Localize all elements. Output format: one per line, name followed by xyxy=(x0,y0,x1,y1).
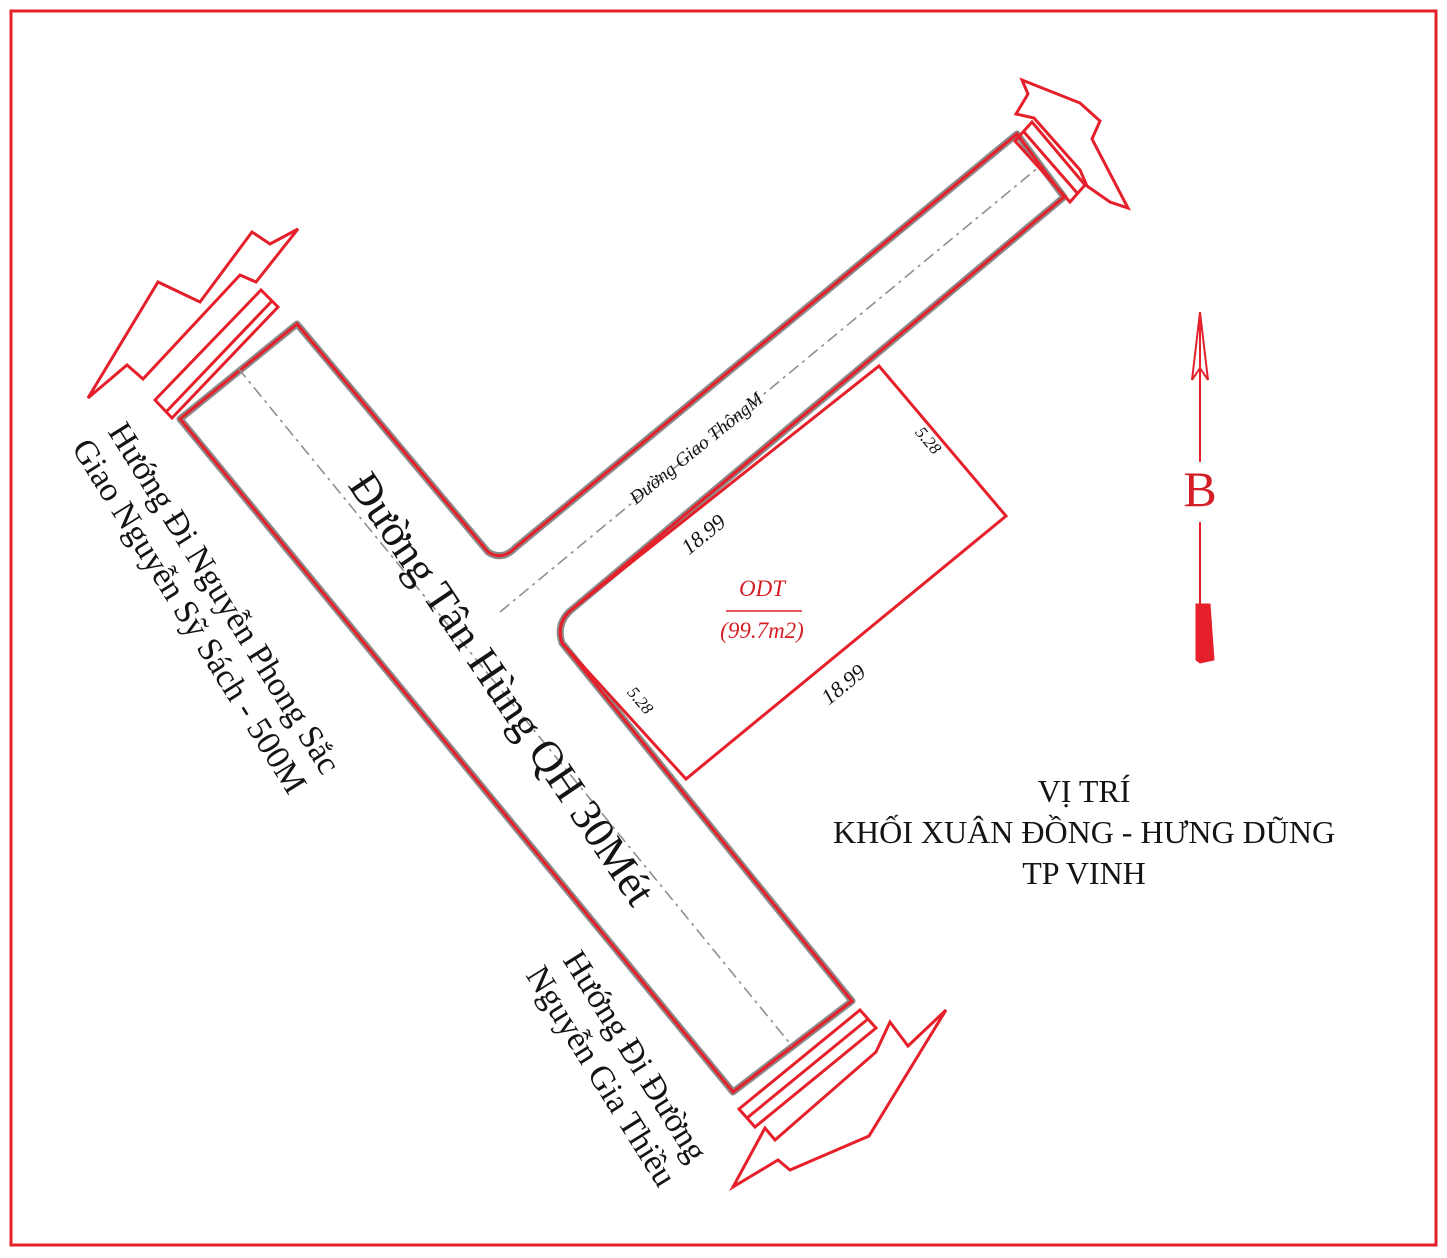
parcel-area: (99.7m2) xyxy=(720,618,804,643)
parcel-edge-left-length: 5.28 xyxy=(623,683,657,718)
map-frame xyxy=(9,9,1438,1247)
parcel-edge-right-length: 5.28 xyxy=(911,423,945,458)
location-line3: TP VINH xyxy=(1022,855,1146,891)
direction-arrow-southeast xyxy=(729,1007,948,1192)
location-line2: KHỐI XUÂN ĐỒNG - HƯNG DŨNG xyxy=(833,814,1335,850)
location-line1: VỊ TRÍ xyxy=(1038,773,1131,809)
direction-arrow-northwest xyxy=(86,227,300,421)
land-parcel xyxy=(558,363,1009,782)
north-label: B xyxy=(1183,461,1216,517)
road-network xyxy=(176,130,1068,1096)
direction-arrow-northeast xyxy=(1012,77,1132,211)
parcel-land-type: ODT xyxy=(739,576,787,601)
main-road-centerline xyxy=(237,367,793,1047)
side-road-centerline xyxy=(499,165,1041,613)
north-arrow: B xyxy=(1183,311,1217,664)
